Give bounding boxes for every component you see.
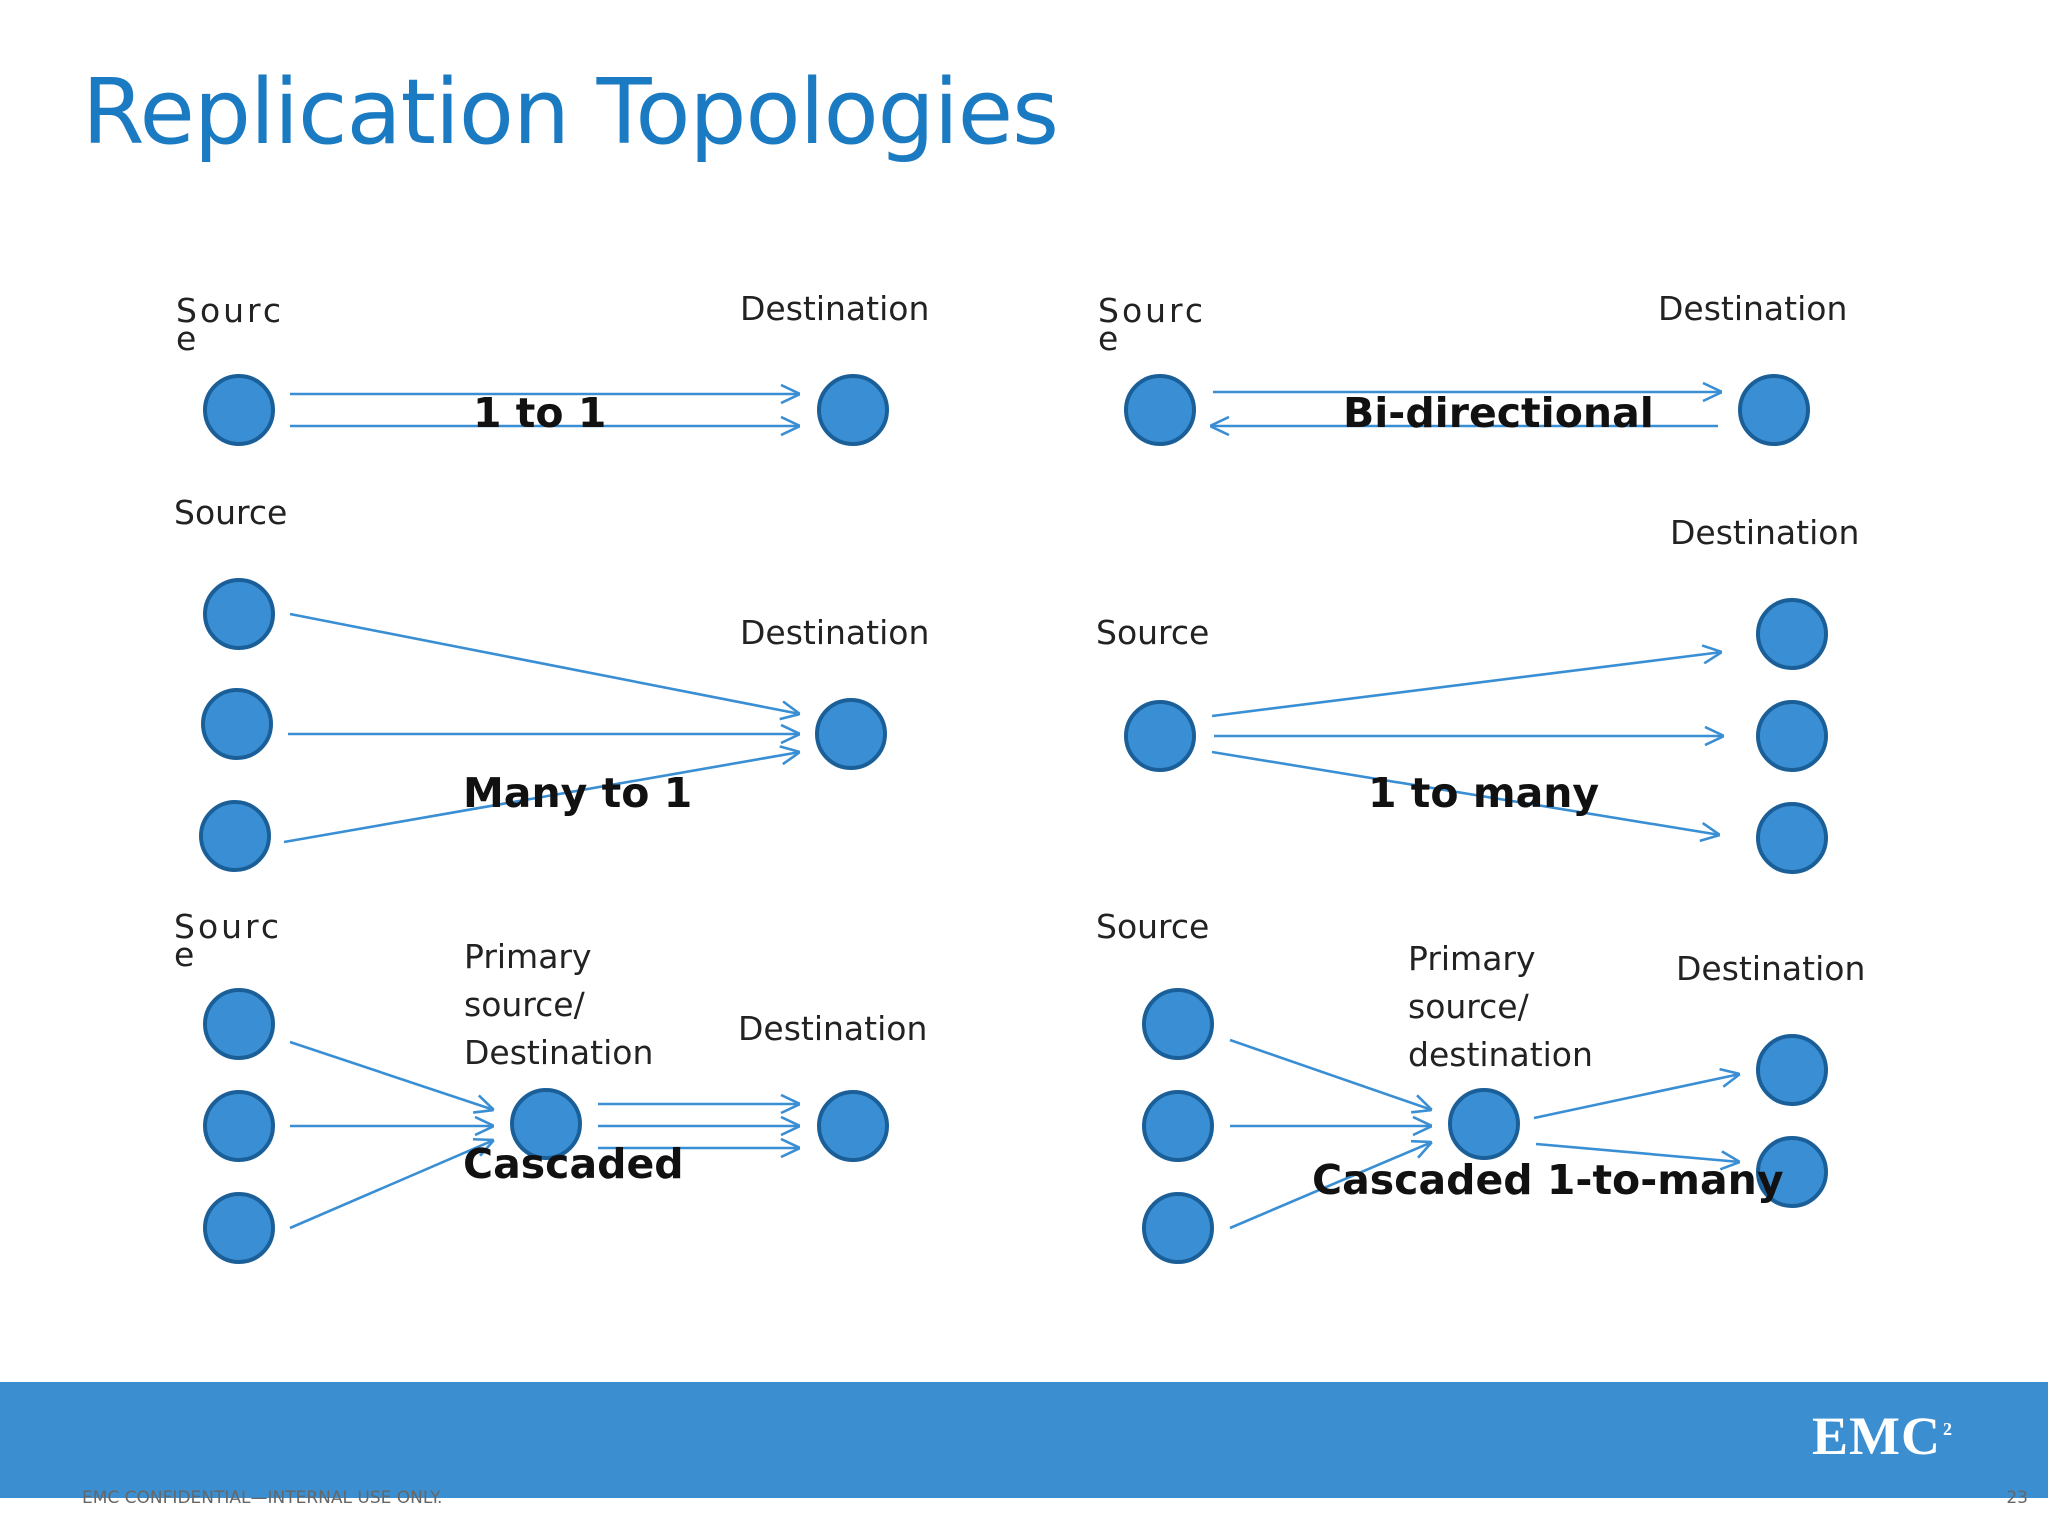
primary-label: source/ (464, 985, 586, 1024)
destination-node (1756, 598, 1828, 670)
source-label: Source (1096, 613, 1209, 652)
logo-text: EMC (1812, 1406, 1941, 1466)
source-label: Sourc (1098, 291, 1206, 330)
replication-arrow (1535, 1142, 1740, 1162)
destination-node (1756, 802, 1828, 874)
replication-arrow (1533, 1074, 1740, 1120)
topology-name: Many to 1 (463, 769, 692, 817)
source-node (1142, 1192, 1214, 1264)
topology-diagram: Sourc e Destination 1 to 1 Sourc e Desti… (174, 289, 1865, 1264)
primary-label: source/ (1408, 987, 1530, 1026)
footer-band (0, 1382, 2048, 1498)
topology-name: Cascaded (463, 1140, 684, 1188)
destination-node (815, 698, 887, 770)
destination-label: Destination (740, 613, 929, 652)
destination-node (817, 374, 889, 446)
replication-arrow (283, 752, 800, 844)
primary-label: destination (1408, 1035, 1593, 1074)
destination-label: Destination (738, 1009, 927, 1048)
destination-node (817, 1090, 889, 1162)
source-label-cont: e (1098, 319, 1118, 358)
slide-title: Replication Topologies (82, 60, 1059, 165)
page-number: 23 (2006, 1488, 2028, 1508)
source-node (1124, 700, 1196, 772)
confidential-notice: EMC CONFIDENTIAL—INTERNAL USE ONLY. (82, 1488, 443, 1508)
replication-arrow (1229, 1038, 1432, 1110)
replication-arrow (1229, 1142, 1432, 1230)
logo-superscript: 2 (1943, 1419, 1953, 1439)
source-node (203, 1192, 275, 1264)
topology-cascaded: Sourc e Primary source/ Destination Dest… (174, 907, 927, 1264)
destination-node (1756, 1034, 1828, 1106)
destination-node (1738, 374, 1810, 446)
primary-node (1448, 1088, 1520, 1160)
destination-label: Destination (740, 289, 929, 328)
source-node (199, 800, 271, 872)
destination-label: Destination (1676, 949, 1865, 988)
source-label: Sourc (174, 907, 282, 946)
destination-node (1756, 1136, 1828, 1208)
topology-many-to-one: Source Destination Many to 1 (174, 493, 929, 872)
topology-one-to-many: Destination Source 1 to many (1096, 513, 1859, 874)
replication-arrow (1211, 652, 1722, 718)
topology-one-to-one: Sourc e Destination 1 to 1 (176, 289, 929, 446)
source-node (203, 1090, 275, 1162)
topology-bidirectional: Sourc e Destination Bi-directional (1098, 289, 1847, 446)
replication-arrow (289, 1040, 494, 1110)
destination-node (1756, 700, 1828, 772)
topology-name: Bi-directional (1343, 389, 1654, 437)
destination-label: Destination (1658, 289, 1847, 328)
source-label: Source (174, 493, 287, 532)
source-node (1142, 1090, 1214, 1162)
source-node (1142, 988, 1214, 1060)
source-node (203, 988, 275, 1060)
source-label: Source (1096, 907, 1209, 946)
primary-label: Primary (1408, 939, 1536, 978)
topology-name: 1 to 1 (473, 389, 606, 437)
source-label-cont: e (174, 935, 194, 974)
source-node (203, 578, 275, 650)
topology-name: 1 to many (1368, 769, 1599, 817)
source-label-cont: e (176, 319, 196, 358)
primary-label: Primary (464, 937, 592, 976)
primary-node (510, 1088, 582, 1160)
source-node (203, 374, 275, 446)
source-node (1124, 374, 1196, 446)
source-label: Sourc (176, 291, 284, 330)
source-node (201, 688, 273, 760)
primary-label: Destination (464, 1033, 653, 1072)
destination-label: Destination (1670, 513, 1859, 552)
replication-arrow (289, 612, 800, 714)
topology-name: Cascaded 1-to-many (1312, 1156, 1784, 1204)
replication-arrow (289, 1140, 494, 1230)
replication-arrow (1211, 750, 1720, 835)
topology-cascaded-one-to-many: Source Primary source/ destination Desti… (1096, 907, 1865, 1264)
